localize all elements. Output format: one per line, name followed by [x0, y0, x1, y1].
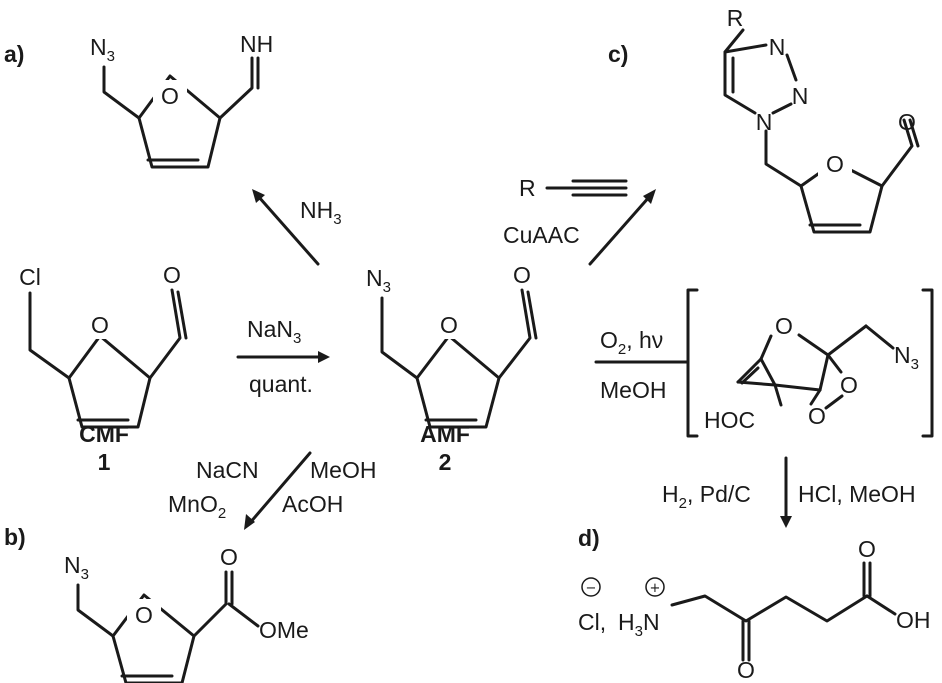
amf-number: 2 [439, 449, 452, 475]
cmf-ring-oxygen: O [91, 312, 109, 338]
oxidation-solvent: MeOH [600, 377, 666, 403]
imine-azide: N3 [90, 34, 115, 65]
chloride-minus-sign: − [586, 581, 597, 596]
intermediate-bridge-oxygen: O [775, 313, 793, 339]
ala-reagent-1: H2, Pd/C [662, 481, 751, 512]
main-yield: quant. [249, 371, 313, 397]
amf-name: AMF [420, 421, 470, 447]
arrow-to-ala [780, 456, 792, 528]
ester-reagent-mno2: MnO2 [168, 491, 226, 522]
ala-acid-carbonyl-oxygen: O [858, 536, 876, 562]
panel-label-b: b) [4, 524, 26, 550]
arrow-to-triazole [588, 189, 656, 266]
endoperoxide-intermediate: O O O HOC N3 [686, 288, 934, 438]
chloride-charge-circle [581, 577, 601, 597]
cmf-aldehyde-oxygen: O [163, 262, 181, 288]
ammonium-plus-sign: + [650, 581, 661, 596]
panel-label-d: d) [578, 525, 600, 551]
amf-ring-oxygen: O [440, 312, 458, 338]
cmf-chlorine: Cl [19, 264, 41, 290]
amf-aldehyde-oxygen: O [513, 262, 531, 288]
alkyne-r-group: R [519, 175, 536, 201]
intermediate-hoc: HOC [704, 407, 755, 433]
ester-ring-oxygen: O [135, 602, 153, 628]
ala-acid-oh: OH [896, 607, 931, 633]
panel-label-a: a) [4, 41, 24, 67]
amf-structure: O N3 O [366, 262, 538, 429]
triazole-furan-oxygen: O [826, 151, 844, 177]
main-reagent: NaN3 [247, 316, 301, 347]
main-reaction-arrow [236, 351, 330, 363]
imine-structure: O N3 NH [90, 31, 273, 169]
panel-label-c: c) [608, 41, 628, 67]
ammonium-charge-circle [645, 577, 665, 597]
triazole-structure: R N N N O O [723, 5, 920, 234]
cmf-name: CMF [79, 421, 129, 447]
imine-reagent: NH3 [300, 197, 342, 228]
triazole-n1: N [756, 109, 773, 135]
triazole-n2: N [792, 83, 809, 109]
intermediate-azide: N3 [894, 342, 919, 373]
ala-reagent-2: HCl, MeOH [798, 481, 916, 507]
arrow-to-ester [244, 451, 312, 530]
cmf-structure: O Cl O [19, 262, 188, 429]
ala-ketone-oxygen: O [737, 657, 755, 683]
cmf-number: 1 [98, 449, 111, 475]
cuaac-label: CuAAC [503, 222, 580, 248]
ala-structure: O O OH Cl, H3N − + [578, 536, 931, 683]
amf-azide: N3 [366, 265, 391, 296]
ester-reagent-nacn: NaCN [196, 457, 259, 483]
ester-reagent-acoh: AcOH [282, 491, 343, 517]
ester-azide: N3 [64, 552, 89, 583]
arrow-to-imine [252, 189, 320, 266]
ala-ammonium: H3N [618, 609, 660, 640]
triazole-r-group: R [727, 5, 744, 31]
triazole-aldehyde-oxygen: O [898, 109, 916, 135]
ester-ome: OMe [259, 617, 309, 643]
oxidation-reagent: O2, hν [600, 327, 663, 358]
alkyne-reagent [545, 179, 628, 197]
triazole-n3: N [769, 34, 786, 60]
ester-reagent-meoh: MeOH [310, 457, 376, 483]
intermediate-peroxide-oxygen-1: O [840, 372, 858, 398]
ala-chloride: Cl, [578, 609, 606, 635]
imine-nh: NH [240, 31, 273, 57]
intermediate-peroxide-oxygen-2: O [808, 403, 826, 429]
ester-structure: O N3 O OMe [64, 544, 309, 683]
ester-carbonyl-oxygen: O [220, 544, 238, 570]
imine-ring-oxygen: O [161, 83, 179, 109]
